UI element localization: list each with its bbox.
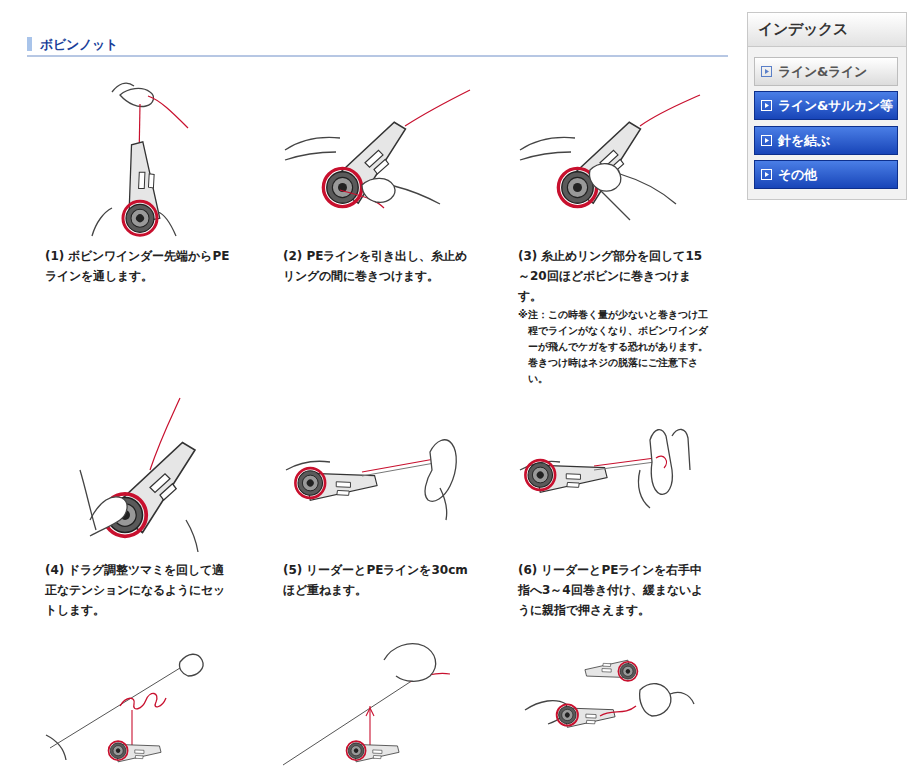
nav-button: ライン&ライン xyxy=(754,57,898,86)
button-label: その他 xyxy=(778,166,817,184)
nav-button: ライン&サルカン等 xyxy=(754,91,898,120)
button-icon xyxy=(761,66,772,77)
button-label: ライン&サルカン等 xyxy=(778,97,893,115)
step-9-illustration xyxy=(525,642,694,747)
title-bar xyxy=(27,37,32,51)
nav-button: その他 xyxy=(754,160,898,189)
title-rule xyxy=(27,56,728,57)
caution-note: ※注：この時巻く量が少ないと巻きつけ工程でラインがなくなり、ボビンワインダーが飛… xyxy=(518,307,708,387)
step-2-illustration xyxy=(285,90,470,208)
index-panel: インデックスライン&ラインライン&サルカン等針を結ぶその他 xyxy=(747,12,907,200)
page-title: ボビンノット xyxy=(40,36,118,54)
step-1-illustration xyxy=(87,83,192,242)
button-label: ライン&ライン xyxy=(778,63,867,81)
step-3-illustration xyxy=(520,95,700,220)
step-caption: (5) リーダーとPEラインを30cmほど重ねます。 xyxy=(283,560,469,600)
step-8-illustration xyxy=(283,644,450,773)
button-label: 針を結ぶ xyxy=(778,132,830,150)
button-icon xyxy=(761,100,772,111)
button-icon xyxy=(761,135,772,146)
step-6-illustration xyxy=(519,429,690,521)
step-caption: (4) ドラグ調整ツマミを回して適正なテンションになるようにセットします。 xyxy=(45,560,231,620)
step-caption: (3) 糸止めリング部分を回して15～20回ほどボビンに巻きつけます。 xyxy=(518,246,704,306)
nav-button: 針を結ぶ xyxy=(754,126,898,155)
step-caption: (2) PEラインを引き出し、糸止めリングの間に巻きつけます。 xyxy=(283,246,469,286)
step-5-illustration xyxy=(286,437,456,529)
step-caption: (1) ボビンワインダー先端からPEラインを通します。 xyxy=(45,246,231,286)
button-icon xyxy=(761,169,772,180)
panel-heading: インデックス xyxy=(748,13,906,47)
step-caption: (6) リーダーとPEラインを右手中指へ3～4回巻き付け、緩まないように親指で押… xyxy=(518,560,704,620)
step-4-illustration xyxy=(80,398,198,552)
step-7-illustration xyxy=(46,654,203,773)
